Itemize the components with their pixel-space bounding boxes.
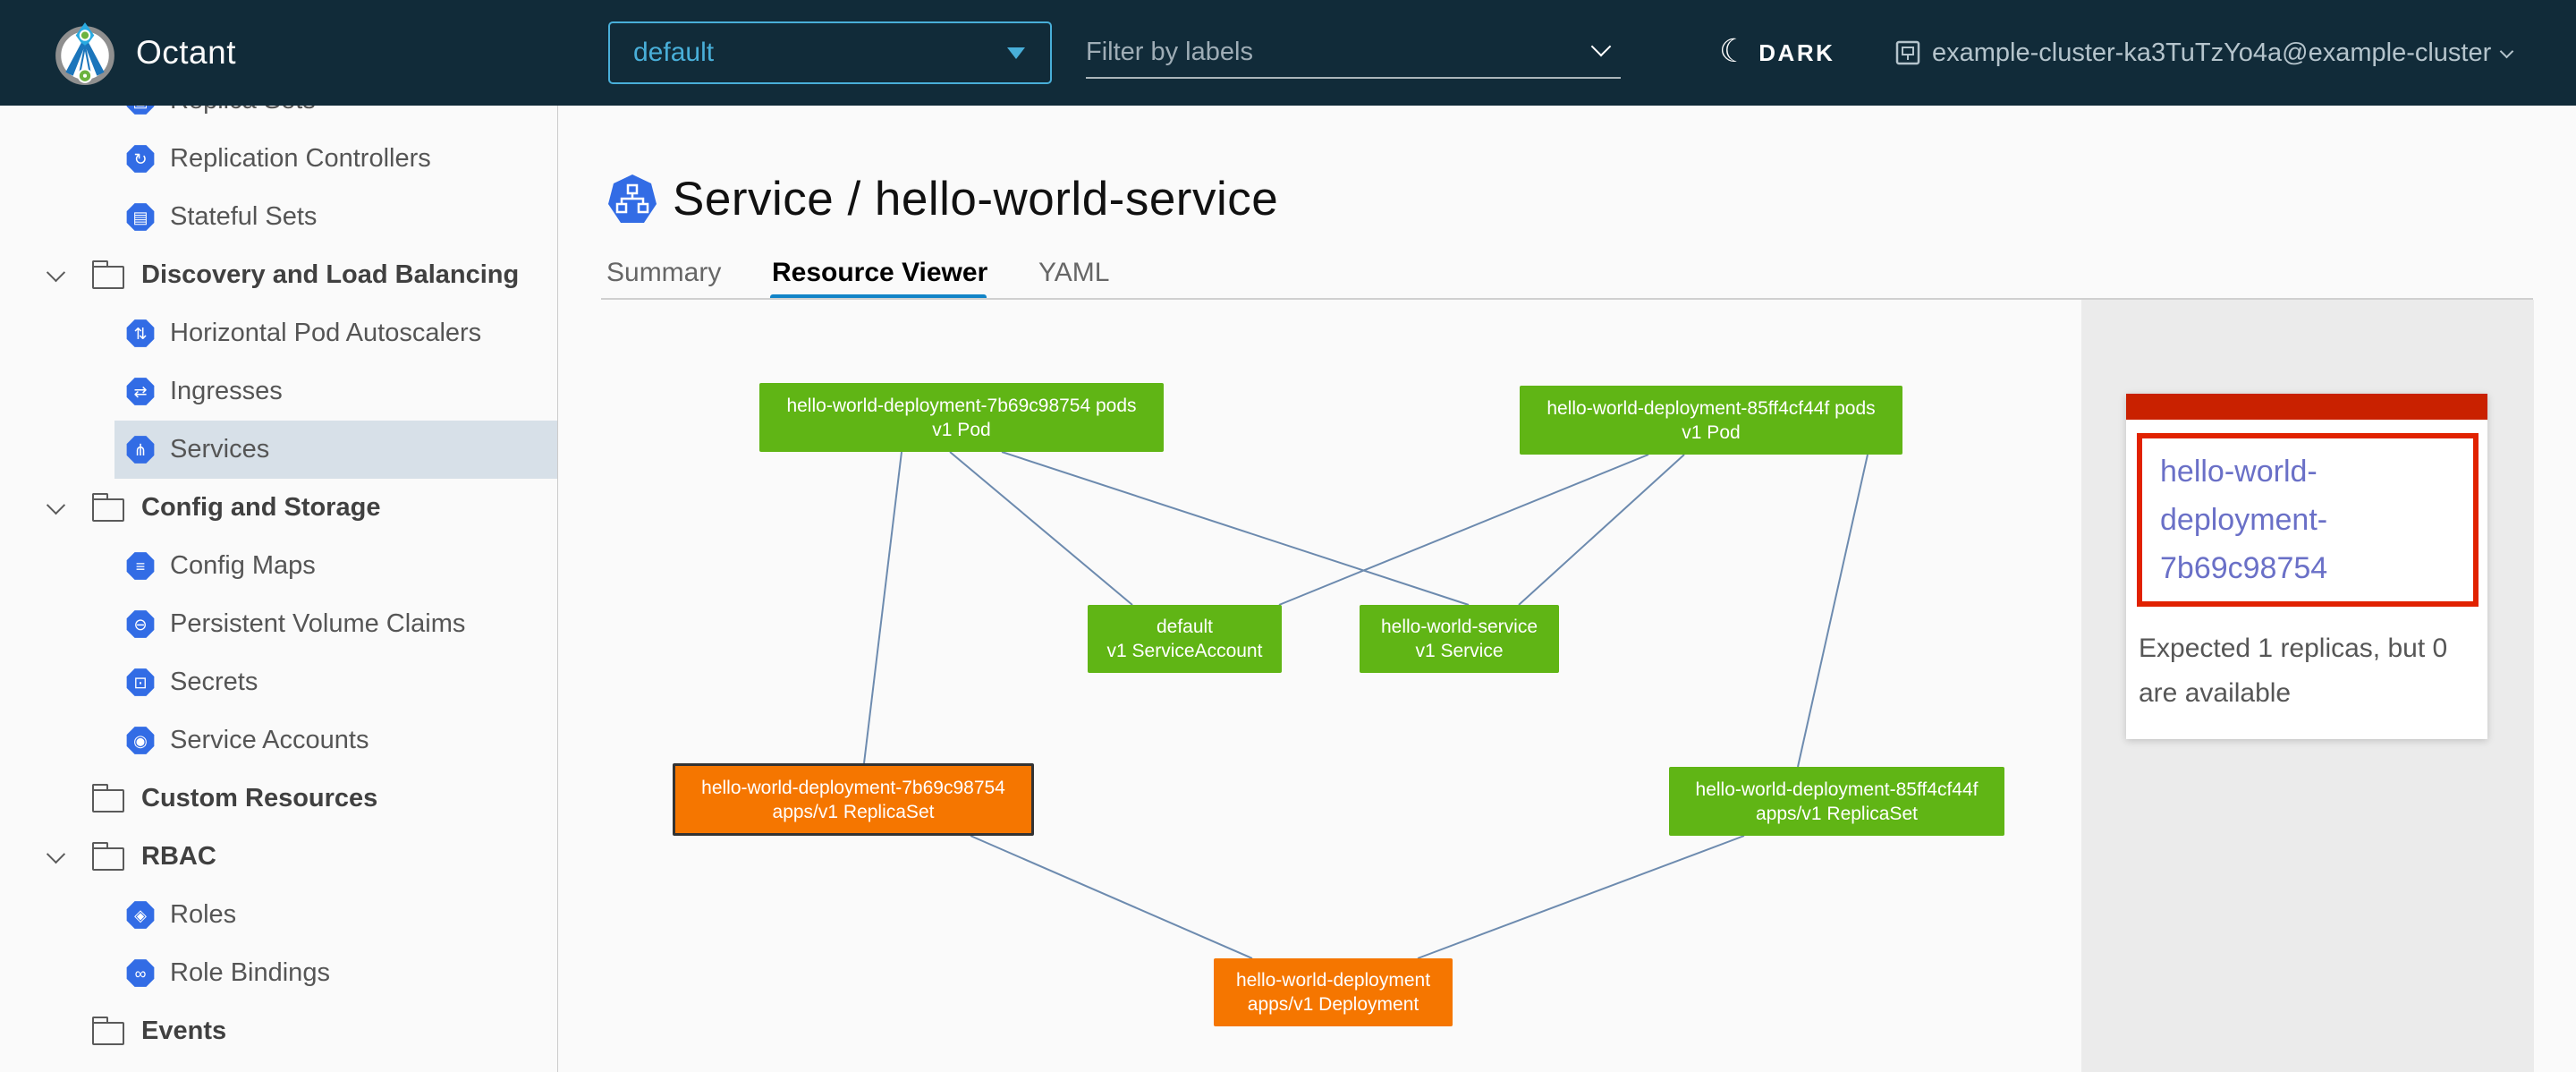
tabs-divider <box>601 298 2533 300</box>
page-title: Service / hello-world-service <box>673 173 1279 225</box>
sidebar-nav-list: ▣ Replica Sets ↻ Replication Controllers… <box>0 106 557 1060</box>
node-replicaset-7b69c98754[interactable]: hello-world-deployment-7b69c98754 apps/v… <box>673 763 1034 836</box>
sidebar-item-horizontal-pod-autoscalers[interactable]: ⇅ Horizontal Pod Autoscalers <box>0 304 557 362</box>
sidebar-group-events[interactable]: Events <box>0 1002 557 1060</box>
folder-icon <box>91 492 124 522</box>
folder-icon <box>91 259 124 289</box>
cluster-selector[interactable]: example-cluster-ka3TuTzYo4a@example-clus… <box>1894 0 2514 106</box>
chevron-down-icon[interactable] <box>46 845 66 864</box>
stateful-sets-icon: ▤ <box>126 203 155 231</box>
label-filter-input[interactable] <box>1086 27 1621 79</box>
dark-theme-toggle[interactable]: ☾ DARK <box>1719 0 1835 106</box>
sidebar-group-rbac[interactable]: RBAC <box>0 828 557 886</box>
sidebar-item-persistent-volume-claims[interactable]: ⊖ Persistent Volume Claims <box>0 595 557 653</box>
graph-edge <box>1278 454 1649 606</box>
node-deployment-hello-world-deployment[interactable]: hello-world-deployment apps/v1 Deploymen… <box>1214 958 1453 1026</box>
services-icon: ⋔ <box>126 436 155 464</box>
graph-edge <box>970 835 1253 959</box>
sidebar-item-secrets[interactable]: ⊡ Secrets <box>0 653 557 711</box>
active-tab-underline <box>770 294 987 300</box>
app-header: Octant default ☾ DARK example-cluster-ka… <box>0 0 2576 106</box>
resource-link[interactable]: hello-world-deployment-7b69c98754 <box>2160 455 2328 585</box>
node-pod-7b69c98754[interactable]: hello-world-deployment-7b69c98754 pods v… <box>759 383 1164 452</box>
folder-icon <box>91 1016 124 1045</box>
sidebar-item-ingresses[interactable]: ⇄ Ingresses <box>0 362 557 421</box>
dark-theme-label: DARK <box>1758 38 1835 66</box>
graph-edge <box>1518 454 1685 606</box>
service-resource-icon <box>608 174 657 223</box>
namespace-selector[interactable]: default <box>608 21 1052 84</box>
sidebar-group-discovery-and-load-balancing[interactable]: Discovery and Load Balancing <box>0 246 557 304</box>
sidebar-item-config-maps[interactable]: ≡ Config Maps <box>0 537 557 595</box>
replication-controllers-icon: ↻ <box>126 145 155 173</box>
sidebar-item-replication-controllers[interactable]: ↻ Replication Controllers <box>0 130 557 188</box>
octant-logo-icon <box>55 22 114 85</box>
app-title: Octant <box>136 34 236 71</box>
node-pod-85ff4cf44f[interactable]: hello-world-deployment-85ff4cf44f pods v… <box>1520 386 1902 455</box>
sidebar-group-config-and-storage[interactable]: Config and Storage <box>0 479 557 537</box>
sidebar-navigation: ▣ Replica Sets ↻ Replication Controllers… <box>0 106 558 1072</box>
resource-graph-edges <box>863 451 1868 959</box>
folder-icon <box>91 783 124 813</box>
secrets-icon: ⊡ <box>126 668 155 696</box>
sidebar-group-custom-resources[interactable]: Custom Resources <box>0 770 557 828</box>
graph-edge <box>1001 451 1470 606</box>
graph-edge <box>949 451 1133 606</box>
namespace-selected-value: default <box>633 38 715 67</box>
selected-resource-card: hello-world-deployment-7b69c98754 Expect… <box>2126 394 2487 739</box>
tab-summary[interactable]: Summary <box>606 258 722 287</box>
folder-icon <box>91 841 124 871</box>
sidebar-item-services[interactable]: ⋔ Services <box>0 421 557 479</box>
service-accounts-icon: ◉ <box>126 727 155 754</box>
sidebar-item-service-accounts[interactable]: ◉ Service Accounts <box>0 711 557 770</box>
config-maps-icon: ≡ <box>126 552 155 580</box>
chevron-down-icon[interactable] <box>46 496 66 515</box>
persistent-volume-claims-icon: ⊖ <box>126 610 155 638</box>
label-filter <box>1086 27 1621 79</box>
graph-edge <box>1417 835 1745 959</box>
horizontal-pod-autoscalers-icon: ⇅ <box>126 319 155 347</box>
sidebar-item-replica-sets[interactable]: ▣ Replica Sets <box>0 106 557 130</box>
sidebar-item-stateful-sets[interactable]: ▤ Stateful Sets <box>0 188 557 246</box>
dropdown-caret-icon <box>1007 47 1025 59</box>
cluster-context-label: example-cluster-ka3TuTzYo4a@example-clus… <box>1932 38 2492 67</box>
ingresses-icon: ⇄ <box>126 378 155 405</box>
roles-icon: ◈ <box>126 901 155 929</box>
node-service-hello-world-service[interactable]: hello-world-service v1 Service <box>1360 605 1559 673</box>
sidebar-item-role-bindings[interactable]: ∞ Role Bindings <box>0 944 557 1002</box>
resource-status-message: Expected 1 replicas, but 0 are available <box>2139 634 2448 708</box>
card-status-bar <box>2126 394 2487 420</box>
graph-edge <box>863 451 902 764</box>
graph-edge <box>1797 454 1868 768</box>
tab-resource-viewer[interactable]: Resource Viewer <box>772 258 988 287</box>
node-replicaset-85ff4cf44f[interactable]: hello-world-deployment-85ff4cf44f apps/v… <box>1669 767 2004 836</box>
resource-link-box: hello-world-deployment-7b69c98754 <box>2137 433 2479 607</box>
moon-icon: ☾ <box>1719 32 1749 69</box>
role-bindings-icon: ∞ <box>126 959 155 987</box>
chevron-down-icon <box>2500 44 2514 58</box>
tab-yaml[interactable]: YAML <box>1038 258 1110 287</box>
chevron-down-icon[interactable] <box>46 263 66 283</box>
sidebar-item-roles[interactable]: ◈ Roles <box>0 886 557 944</box>
node-serviceaccount-default[interactable]: default v1 ServiceAccount <box>1088 605 1282 673</box>
replica-sets-icon: ▣ <box>126 106 155 115</box>
cluster-icon <box>1895 40 1920 65</box>
